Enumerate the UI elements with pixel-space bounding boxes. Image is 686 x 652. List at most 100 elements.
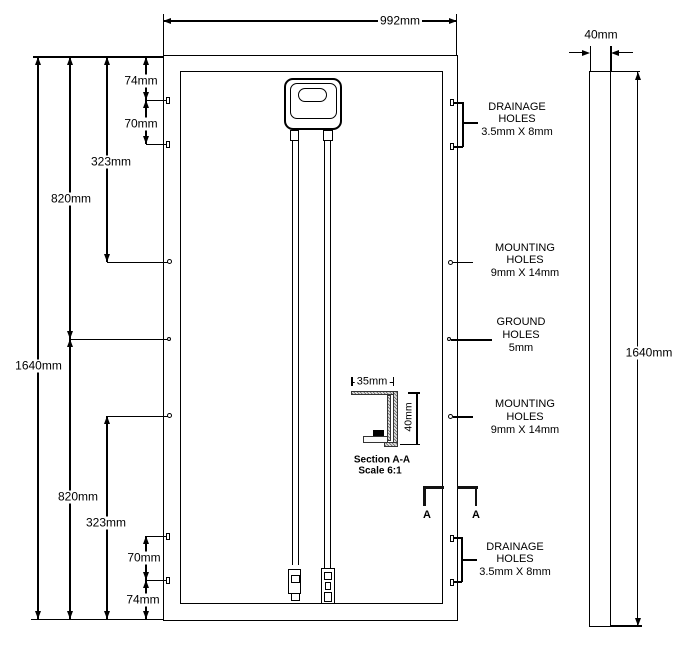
- extension-line-top: [33, 56, 163, 58]
- arrowhead-up-icon: [67, 339, 73, 347]
- bracket-line: [462, 102, 464, 148]
- arrowhead-up-icon: [143, 57, 149, 65]
- junction-box-lid: [289, 82, 337, 119]
- leader-line: [454, 146, 463, 148]
- dim-label-820mm-top: 820mm: [48, 191, 94, 206]
- leader-line: [146, 579, 166, 581]
- frame-bottom-lip: [383, 441, 398, 447]
- arrowhead-up-icon: [104, 57, 110, 65]
- callout-ground-holes: GROUND HOLES 5mm: [496, 316, 546, 354]
- arrowhead-up-icon: [143, 536, 149, 544]
- drainage-hole: [165, 576, 171, 584]
- callout-drainage-holes-top: DRAINAGE HOLES 3.5mm X 8mm: [481, 100, 553, 139]
- cable-right: [324, 140, 331, 568]
- callout-mounting-holes-top: MOUNTING HOLES 9mm X 14mm: [490, 241, 560, 280]
- junction-box-label-slot: [298, 88, 327, 102]
- extension-line: [456, 14, 458, 56]
- arrowhead-left-icon: [163, 18, 171, 24]
- extension-line: [611, 70, 640, 73]
- dimension-line: [69, 339, 71, 619]
- extension-line: [610, 46, 612, 71]
- connector-right-body: [321, 568, 335, 604]
- arrowhead-down-icon: [67, 611, 73, 619]
- connector-left-latch: [291, 575, 300, 583]
- drainage-hole: [165, 532, 171, 540]
- arrowhead-down-icon: [143, 92, 149, 100]
- dimension-line: [615, 51, 633, 54]
- dim-label-323mm-top: 323mm: [88, 154, 134, 169]
- tick-mark: [408, 392, 420, 394]
- cable-left: [292, 140, 299, 565]
- arrowhead-up-icon: [143, 100, 149, 108]
- arrowhead-up-icon: [35, 57, 41, 65]
- leader-line: [107, 261, 168, 263]
- ground-hole: [166, 336, 171, 341]
- arrowhead-down-icon: [67, 331, 73, 339]
- cut-mark-right: [456, 486, 478, 490]
- leader-line: [454, 581, 462, 583]
- cable-gland-left: [289, 129, 299, 141]
- dim-label-820mm-bottom: 820mm: [55, 489, 101, 504]
- tick-mark: [351, 377, 353, 386]
- arrowhead-down-icon: [143, 611, 149, 619]
- leader-line: [107, 415, 168, 417]
- extension-line: [589, 46, 591, 71]
- frame-outer-wall: [392, 390, 398, 447]
- frame-side-profile: [589, 71, 611, 627]
- arrowhead-up-icon: [143, 580, 149, 588]
- arrowhead-down-icon: [143, 572, 149, 580]
- leader-line: [453, 416, 473, 418]
- arrowhead-down-icon: [104, 254, 110, 262]
- frame-inner-wall: [386, 395, 391, 441]
- drainage-hole: [165, 96, 171, 104]
- dim-label-1640mm: 1640mm: [13, 358, 64, 373]
- drainage-hole: [449, 578, 455, 586]
- dimension-line: [163, 20, 457, 22]
- panel-inner-frame: [180, 70, 443, 604]
- arrowhead-up-icon: [635, 72, 641, 80]
- tick-mark: [400, 444, 420, 446]
- section-title: Section A-A: [353, 454, 411, 466]
- panel-outer-frame: [163, 55, 458, 622]
- arrowhead-down-icon: [104, 611, 110, 619]
- dim-label-992mm: 992mm: [377, 13, 423, 28]
- drainage-hole: [165, 140, 171, 148]
- connector-right-slot: [324, 581, 331, 590]
- leader-line: [146, 143, 166, 145]
- callout-drainage-holes-bottom: DRAINAGE HOLES 3.5mm X 8mm: [479, 540, 551, 579]
- dim-label-35mm: 35mm: [354, 375, 390, 389]
- arrowhead-down-icon: [35, 611, 41, 619]
- tick-mark: [392, 377, 395, 386]
- leader-line: [454, 537, 462, 539]
- arrowhead-up-icon: [104, 416, 110, 424]
- mounting-hole: [447, 259, 453, 265]
- cut-mark-label-right: A: [472, 509, 480, 521]
- cut-mark-left: [423, 486, 427, 506]
- arrowhead-down-icon: [635, 618, 641, 626]
- glass-laminate-edge: [362, 436, 388, 443]
- arrowhead-left-icon: [611, 49, 619, 56]
- leader-line: [463, 122, 478, 124]
- arrowhead-up-icon: [67, 57, 73, 65]
- extension-line: [611, 625, 642, 627]
- extension-line-bottom: [31, 618, 163, 621]
- cable-gland-right: [323, 129, 333, 141]
- ground-hole: [446, 337, 451, 342]
- dim-label-323mm-bottom: 323mm: [83, 515, 129, 530]
- dim-label-40mm-side: 40mm: [582, 27, 620, 42]
- edge-seal: [373, 429, 384, 436]
- bracket-line: [461, 537, 463, 583]
- dimension-line: [37, 57, 39, 619]
- dim-label-70mm-top: 70mm: [122, 116, 160, 131]
- dim-label-40mm-section: 40mm: [402, 400, 416, 434]
- dim-label-70mm-bottom: 70mm: [125, 550, 163, 565]
- callout-mounting-holes-bottom: MOUNTING HOLES 9mm X 14mm: [490, 398, 560, 436]
- connector-left-tip: [290, 593, 300, 602]
- dimension-line: [416, 392, 418, 445]
- dim-label-1640mm-side: 1640mm: [623, 345, 675, 360]
- drainage-hole: [449, 534, 455, 542]
- mounting-hole: [447, 414, 453, 420]
- connector-left-body: [288, 569, 301, 594]
- leader-line: [146, 535, 166, 537]
